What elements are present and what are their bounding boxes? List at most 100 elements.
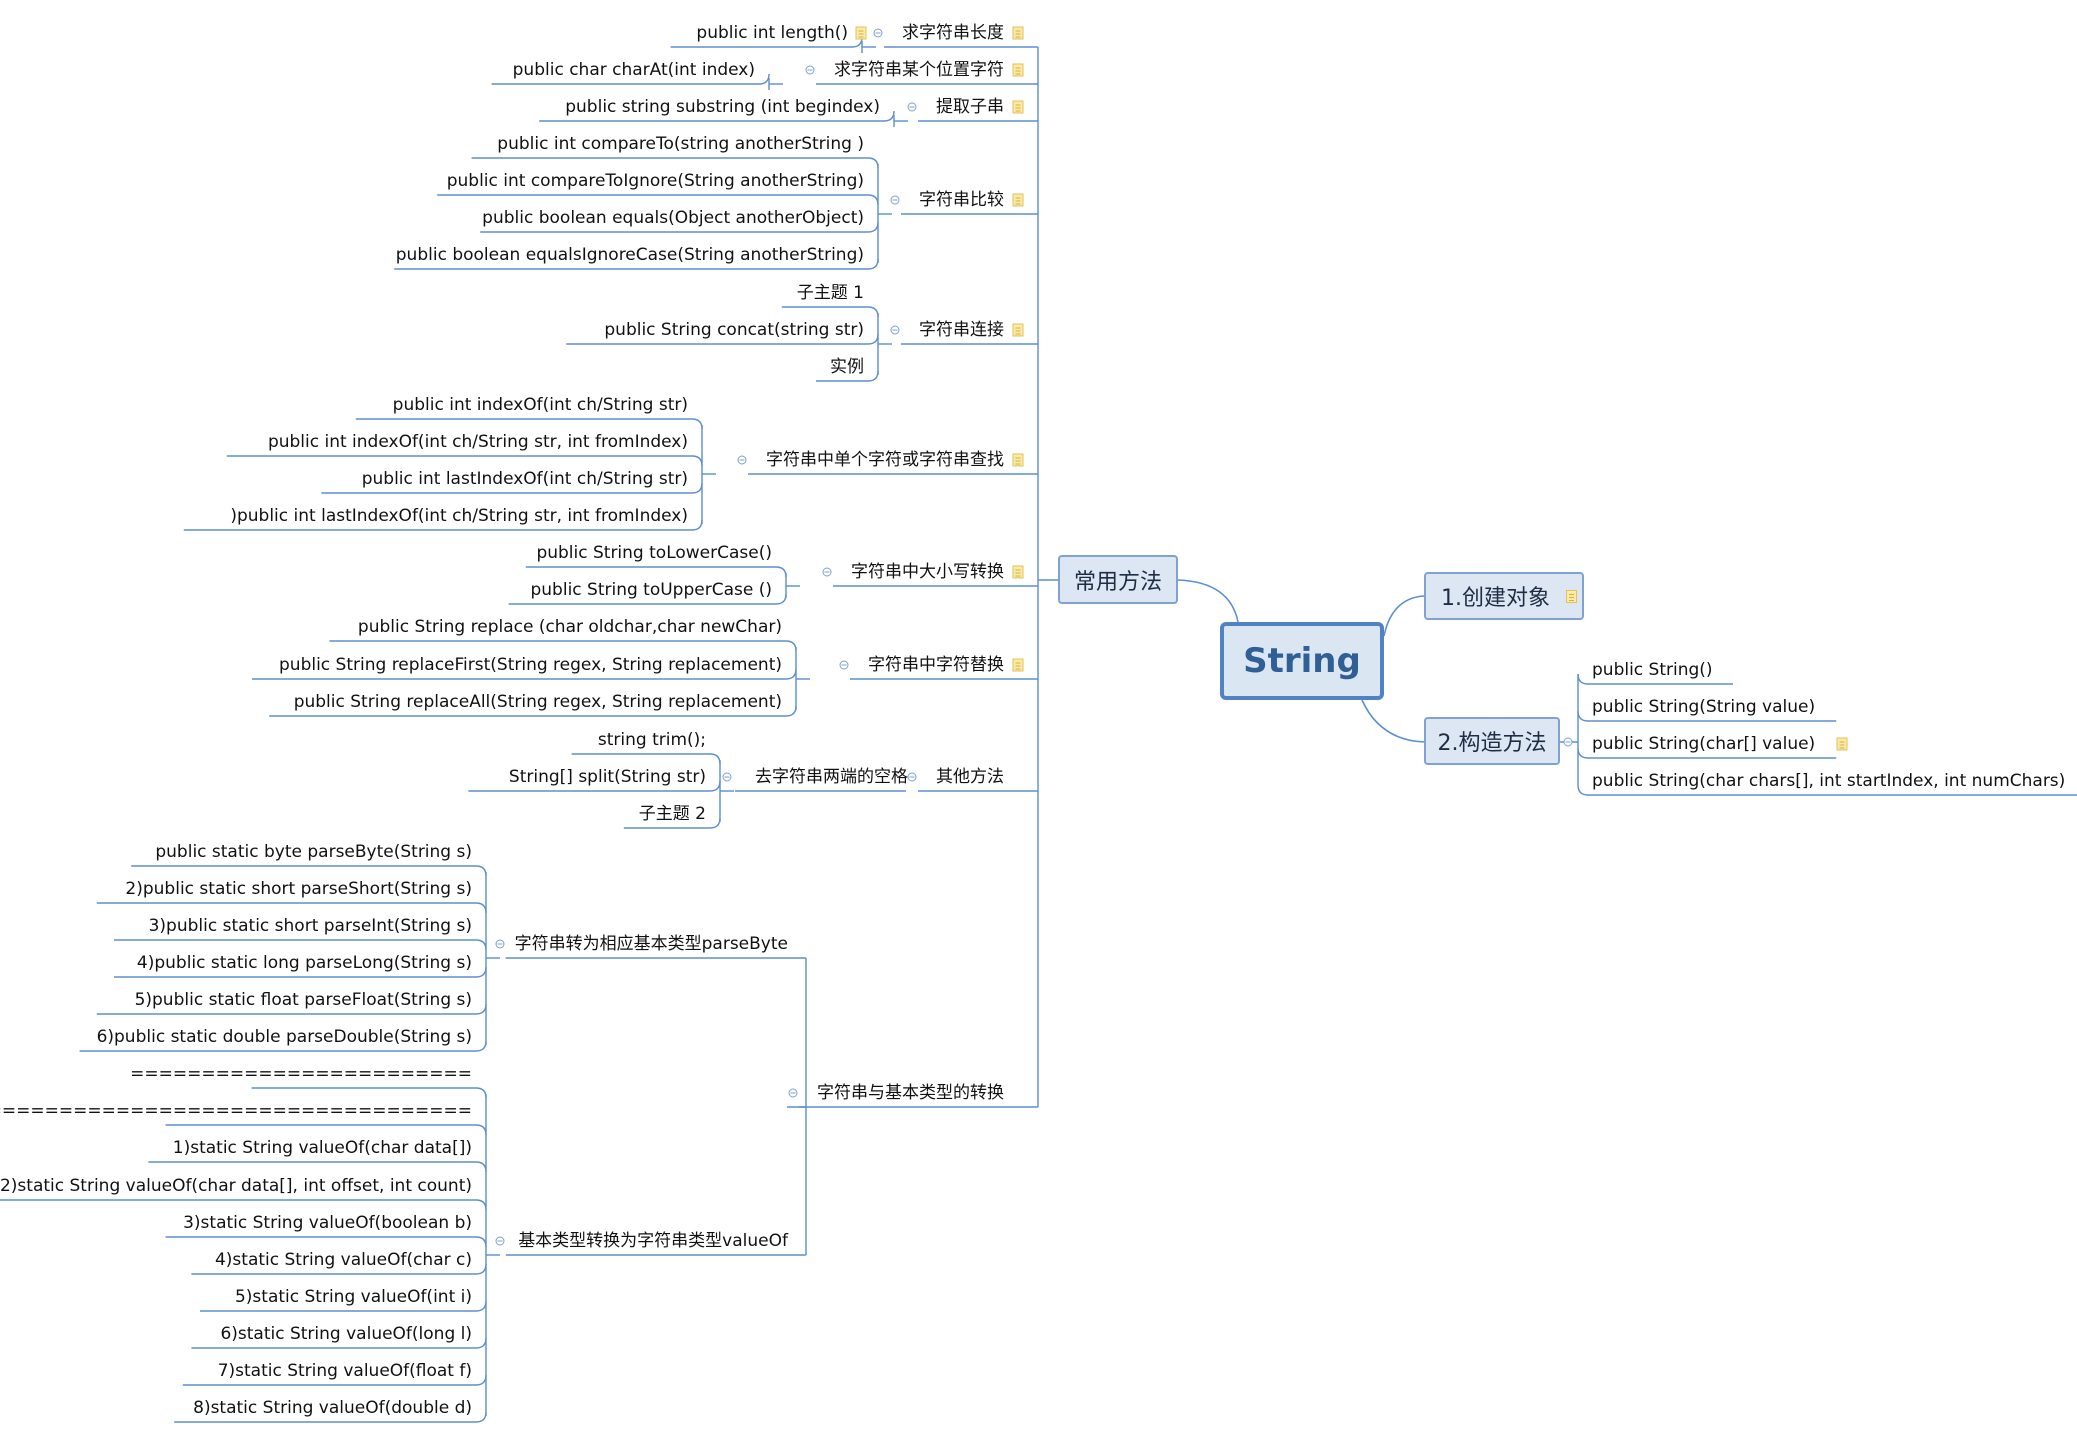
connector — [131, 865, 487, 877]
leaf-label[interactable]: public int indexOf(int ch/String str) — [392, 395, 688, 415]
branch-constructor[interactable]: 2.构造方法 — [1424, 717, 1560, 765]
leaf-label[interactable]: public String concat(string str) — [604, 320, 864, 340]
connector — [165, 1124, 487, 1136]
note-icon — [1012, 658, 1024, 672]
leaf-label[interactable]: public int compareTo(string anotherStrin… — [497, 134, 864, 154]
collapse-toggle-icon[interactable] — [839, 660, 849, 670]
leaf-label[interactable]: public String replaceAll(String regex, S… — [293, 692, 782, 712]
connector — [525, 566, 787, 578]
connector — [165, 1236, 487, 1248]
collapse-toggle-icon[interactable] — [890, 195, 900, 205]
group-label[interactable]: 提取子串 — [936, 97, 1004, 117]
leaf-label[interactable]: 实例 — [830, 357, 864, 377]
branch-create-label: 1.创建对象 — [1441, 586, 1550, 611]
branch-common-methods[interactable]: 常用方法 — [1058, 555, 1178, 604]
branch-common-label: 常用方法 — [1073, 569, 1162, 595]
leaf-label[interactable]: public String(char chars[], int startInd… — [1592, 771, 2066, 791]
collapse-toggle-icon[interactable] — [722, 772, 732, 782]
leaf-label[interactable]: public String replace (char oldchar,char… — [357, 617, 782, 637]
leaf-label[interactable]: public int indexOf(int ch/String str, in… — [267, 432, 688, 452]
leaf-label[interactable]: 3)public static short parseInt(String s) — [148, 916, 472, 936]
collapse-toggle-icon[interactable] — [788, 1088, 798, 1098]
collapse-toggle-icon[interactable] — [737, 455, 747, 465]
group-label[interactable]: 其他方法 — [936, 767, 1004, 787]
note-icon — [1566, 589, 1577, 603]
leaf-label[interactable]: public int compareToIgnore(String anothe… — [446, 171, 864, 191]
leaf-label[interactable]: ================================== — [0, 1101, 472, 1121]
connector — [1361, 699, 1425, 743]
leaf-label[interactable]: string trim(); — [597, 730, 706, 750]
leaf-label[interactable]: 8)static String valueOf(double d) — [193, 1398, 472, 1418]
leaf-label[interactable]: 4)static String valueOf(char c) — [214, 1250, 472, 1270]
note-icon — [1012, 26, 1024, 40]
leaf-label[interactable]: public boolean equals(Object anotherObje… — [482, 208, 864, 228]
leaf-label[interactable]: public boolean equalsIgnoreCase(String a… — [395, 245, 864, 265]
leaf-label[interactable]: 6)public static double parseDouble(Strin… — [96, 1027, 472, 1047]
leaf-label[interactable]: 子主题 1 — [796, 283, 864, 303]
leaf-label[interactable]: )public int lastIndexOf(int ch/String st… — [230, 506, 688, 526]
collapse-toggle-icon[interactable] — [495, 1236, 505, 1246]
leaf-label[interactable]: public char charAt(int index) — [512, 60, 755, 80]
leaf-label[interactable]: 7)static String valueOf(float f) — [217, 1361, 472, 1381]
connector — [471, 157, 879, 169]
leaf-label[interactable]: 6)static String valueOf(long l) — [220, 1324, 472, 1344]
leaf-label[interactable]: 子主题 2 — [638, 804, 706, 824]
sub-group-label[interactable]: 基本类型转换为字符串类型valueOf — [518, 1231, 788, 1251]
leaf-label[interactable]: String[] split(String str) — [508, 767, 706, 787]
collapse-toggle-icon[interactable] — [822, 567, 832, 577]
group-label[interactable]: 字符串比较 — [919, 190, 1004, 210]
collapse-toggle-icon[interactable] — [907, 772, 917, 782]
collapse-toggle-icon[interactable] — [495, 939, 505, 949]
connector — [114, 939, 487, 951]
leaf-label[interactable]: 4)public static long parseLong(String s) — [136, 953, 472, 973]
note-icon — [855, 26, 867, 40]
leaf-label[interactable]: public String(char[] value) — [1592, 734, 1816, 754]
root-label: String — [1243, 641, 1361, 681]
connector — [0, 1199, 487, 1211]
leaf-label[interactable]: 2)static String valueOf(char data[], int… — [0, 1176, 472, 1196]
connector — [1383, 595, 1425, 637]
connector — [1177, 579, 1239, 623]
connector — [148, 1161, 487, 1173]
leaf-label[interactable]: ======================== — [130, 1064, 472, 1084]
collapse-toggle-icon[interactable] — [805, 65, 815, 75]
leaf-label[interactable]: public int length() — [696, 23, 848, 43]
leaf-label[interactable]: public String toLowerCase() — [536, 543, 772, 563]
collapse-toggle-icon[interactable] — [873, 28, 883, 38]
leaf-label[interactable]: public String() — [1592, 660, 1713, 680]
leaf-label[interactable]: public String toUpperCase () — [530, 580, 772, 600]
collapse-toggle-icon[interactable] — [890, 325, 900, 335]
group-label[interactable]: 字符串中单个字符或字符串查找 — [766, 450, 1004, 470]
leaf-label[interactable]: public String replaceFirst(String regex,… — [279, 655, 782, 675]
sub-group-label[interactable]: 去字符串两端的空格 — [755, 767, 908, 787]
connector — [329, 640, 797, 652]
group-label[interactable]: 字符串与基本类型的转换 — [817, 1083, 1004, 1103]
leaf-label[interactable]: public int lastIndexOf(int ch/String str… — [361, 469, 688, 489]
group-label[interactable]: 求字符串某个位置字符 — [834, 60, 1004, 80]
connector — [571, 753, 721, 765]
leaf-label[interactable]: public String(String value) — [1592, 697, 1816, 717]
note-icon — [1012, 193, 1024, 207]
connector — [539, 110, 895, 122]
sub-group-label[interactable]: 字符串转为相应基本类型parseByte — [514, 934, 788, 954]
note-icon — [1012, 323, 1024, 337]
group-label[interactable]: 字符串中大小写转换 — [851, 562, 1004, 582]
root-node[interactable]: String — [1220, 622, 1384, 700]
collapse-toggle-icon[interactable] — [907, 102, 917, 112]
group-label[interactable]: 字符串连接 — [919, 320, 1004, 340]
collapse-toggle-icon[interactable] — [1563, 737, 1573, 747]
leaf-label[interactable]: 1)static String valueOf(char data[]) — [172, 1138, 472, 1158]
leaf-label[interactable]: 3)static String valueOf(boolean b) — [183, 1213, 472, 1233]
leaf-label[interactable]: 2)public static short parseShort(String … — [125, 879, 472, 899]
group-label[interactable]: 字符串中字符替换 — [868, 655, 1004, 675]
branch-create-object[interactable]: 1.创建对象 — [1424, 572, 1584, 620]
note-icon — [1836, 737, 1848, 751]
leaf-label[interactable]: public string substring (int begindex) — [565, 97, 880, 117]
leaf-label[interactable]: 5)public static float parseFloat(String … — [134, 990, 472, 1010]
leaf-label[interactable]: 5)static String valueOf(int i) — [234, 1287, 472, 1307]
leaf-label[interactable]: public static byte parseByte(String s) — [155, 842, 472, 862]
branch-constructor-label: 2.构造方法 — [1437, 731, 1547, 756]
connector — [355, 418, 703, 430]
group-label[interactable]: 求字符串长度 — [902, 23, 1004, 43]
